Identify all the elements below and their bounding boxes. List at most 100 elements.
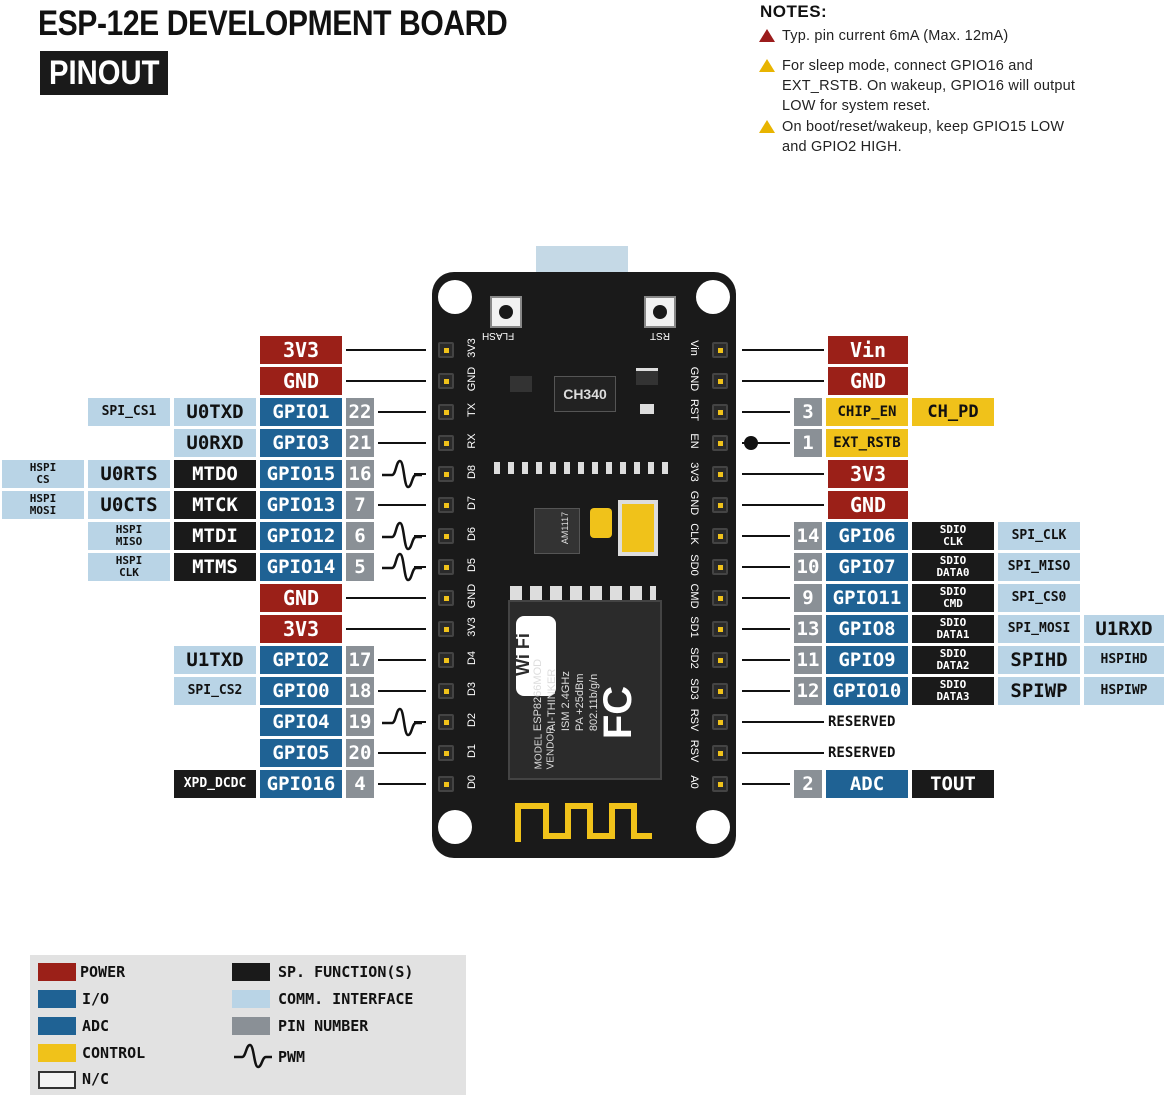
gpio-label: GPIO3 [260,429,342,457]
connector-dot [744,436,758,450]
pin-number: 16 [346,460,374,488]
comm-label: U1RXD [1084,615,1164,643]
pin-connector-line [742,504,824,506]
pin-number: 12 [794,677,822,705]
mounting-hole [438,810,472,844]
pin-number: 20 [346,739,374,767]
pin-number: 6 [346,522,374,550]
gpio-label: GPIO14 [260,553,342,581]
header-pin [712,373,728,389]
header-pin [438,342,454,358]
warning-icon [759,59,775,72]
note-3: On boot/reset/wakeup, keep GPIO15 LOW [759,117,1064,137]
pin-connector-line [742,473,824,475]
legend-label-pwm: PWM [278,1048,306,1066]
pwm-icon [382,521,422,551]
pin-number: 19 [346,708,374,736]
gpio-label: GPIO5 [260,739,342,767]
header-pin [712,435,728,451]
pin-connector-line [414,566,426,568]
pin-number: 11 [794,646,822,674]
pin-connector-line [742,597,790,599]
mounting-hole [696,280,730,314]
pin-connector-line [742,783,790,785]
wifi-logo: Wi Fi [513,616,556,696]
legend-swatch-sp-function [232,963,270,981]
comm-label: SPI_CS1 [88,398,170,426]
legend-label-comm: COMM. INTERFACE [278,990,414,1008]
legend-swatch-io [38,990,76,1008]
pin-connector-line [756,442,790,444]
header-pin [712,497,728,513]
label-line: CMD [943,597,963,610]
comm-label: SPIHD [998,646,1080,674]
special-function-label: TOUT [912,770,994,798]
legend-swatch-control [38,1044,76,1062]
label-line: MISO [115,535,143,548]
func-label: U0RXD [174,429,256,457]
pwm-icon [234,1043,272,1069]
gpio-label: GPIO2 [260,646,342,674]
header-pin [438,404,454,420]
pin-connector-line [378,659,426,661]
label-line: DATA2 [936,659,970,672]
pin-connector-line [346,597,426,599]
pin-connector-line [414,473,426,475]
page-title: ESP-12E DEVELOPMENT BOARD [38,4,508,43]
label-line: HSPI [29,492,57,505]
label-line: CLK [119,566,139,579]
legend-label-io: I/O [82,990,110,1008]
gpio-label: GPIO16 [260,770,342,798]
comm-label: SPI_CS0 [998,584,1080,612]
header-pin [438,745,454,761]
gpio-label: GPIO0 [260,677,342,705]
label-line: SDIO [939,523,967,536]
smd-row [494,462,676,474]
note-2b: EXT_RSTB. On wakeup, GPIO16 will output [782,78,1076,94]
pin-number: 17 [346,646,374,674]
label-line: SDIO [939,616,967,629]
power-pin-label: GND [828,491,908,519]
legend-label-nc: N/C [82,1070,110,1088]
header-pin [438,497,454,513]
rst-button[interactable] [644,296,676,328]
pin-connector-line [742,690,790,692]
pin-connector-line [742,628,790,630]
pin-connector-line [346,628,426,630]
legend-label-pin-number: PIN NUMBER [278,1017,369,1035]
adc-label: ADC [826,770,908,798]
func-label: U1TXD [174,646,256,674]
pin-number: 4 [346,770,374,798]
pin-connector-line [378,783,426,785]
capacitor [618,500,658,556]
pin-connector-line [346,349,426,351]
regulator-chip: AM1117 [534,508,580,554]
legend-swatch-adc [38,1017,76,1035]
label-line: DATA1 [936,628,970,641]
header-pin [712,714,728,730]
ch340-chip: CH340 [554,376,616,412]
pin-number: 1 [794,429,822,457]
pwm-icon [382,552,422,582]
special-function-label: MTDO [174,460,256,488]
flash-button[interactable] [490,296,522,328]
warning-icon [759,29,775,42]
header-pin [438,590,454,606]
label-line: DATA0 [936,566,970,579]
special-function-label: MTCK [174,491,256,519]
power-pin-label: GND [828,367,908,395]
control-label: CHIP_EN [826,398,908,426]
header-pin [438,466,454,482]
pin-number: 14 [794,522,822,550]
gpio-label: GPIO7 [826,553,908,581]
pin-connector-line [742,659,790,661]
special-function-label: MTMS [174,553,256,581]
comm-label: HSPIHD [1084,646,1164,674]
power-pin-label: 3V3 [828,460,908,488]
power-pin-label: 3V3 [260,336,342,364]
header-pin [712,683,728,699]
